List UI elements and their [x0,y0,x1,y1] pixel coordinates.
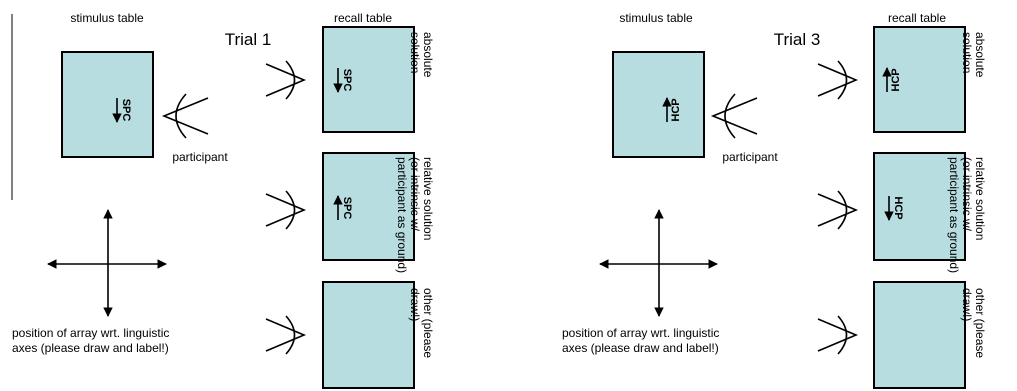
relative-solution-label: relative solution (or intrinsic w/ parti… [947,157,987,273]
axes-label-line2: axes (please draw and label!) [12,341,169,355]
recall-table-absolute [322,26,415,133]
other-solution-label: other (please draw!) [408,288,435,361]
absolute-array-text: SPC [341,69,353,92]
recall-table-other [873,281,966,389]
recall-table-other [322,281,415,389]
other-solution-label: other (please draw!) [960,288,987,361]
panel-left: stimulus table recall table Trial 1 SPC … [12,11,435,389]
stimulus-array: HCP [662,97,682,122]
viewer-eye-icon [265,190,307,230]
absolute-array: SPC [333,68,353,93]
stimulus-table-label: stimulus table [619,11,693,25]
absolute-array-text: HCP [890,68,902,91]
recall-table-label: recall table [334,11,392,25]
viewer-eye-icon [817,315,859,355]
recall-table-label: recall table [888,11,946,25]
trial-label: Trial 3 [774,30,821,49]
stimulus-table-label: stimulus table [70,11,144,25]
stimulus-table [61,51,154,158]
recall-table-absolute [873,26,966,133]
relative-array-text: HCP [892,196,904,219]
viewer-eye-icon [265,315,307,355]
axes-label-line1: position of array wrt. linguistic [562,326,719,340]
absolute-array: HCP [882,67,902,92]
absolute-solution-label: absolute solution [960,32,987,81]
panel-right: stimulus table recall table Trial 3 HCP … [562,11,987,389]
relative-array: SPC [333,195,353,220]
stimulus-array-text: HCP [670,98,682,121]
relative-array: HCP [884,196,904,221]
axes-label-line2: axes (please draw and label!) [562,341,719,355]
viewer-eye-icon [817,190,859,230]
relative-solution-label: relative solution (or intrinsic w/ parti… [395,157,435,273]
relative-array-text: SPC [341,197,353,220]
participant-label: participant [722,150,778,164]
participant-label: participant [172,150,228,164]
stimulus-array-text: SPC [120,99,132,122]
stimulus-array: SPC [112,98,132,123]
participant-eye-icon [161,93,209,139]
trial-label: Trial 1 [225,30,272,49]
stimulus-table [612,51,705,158]
viewer-eye-icon [265,60,307,100]
absolute-solution-label: absolute solution [408,32,435,81]
viewer-eye-icon [817,60,859,100]
participant-eye-icon [710,93,758,139]
axes-label-line1: position of array wrt. linguistic [12,326,169,340]
